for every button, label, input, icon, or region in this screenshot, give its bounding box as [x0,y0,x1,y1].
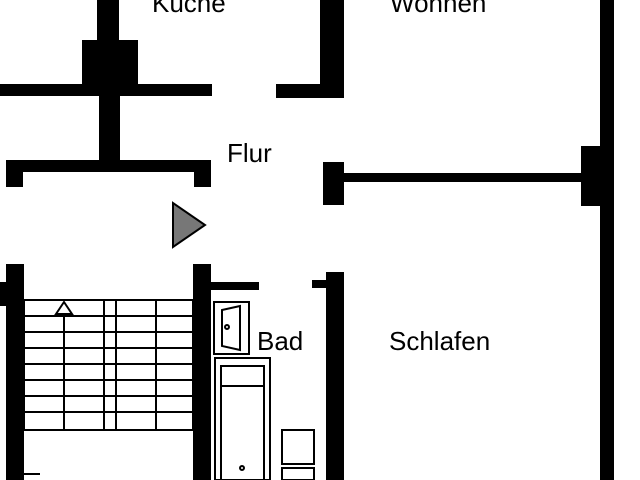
wall-stair-left-stub [0,282,10,306]
wall-pillar-center [82,40,138,92]
bathroom-fixtures [213,301,315,480]
wall-bad-top [211,282,259,290]
entrance-arrow-icon [172,201,207,249]
wall-stair-right [193,264,211,480]
wall-flur-end-left [6,160,23,187]
wall-stub-wohnen [276,84,324,98]
wall-bad-schlafen-stub [312,280,330,288]
wall-vertical-center [99,92,120,164]
room-labels: Küche Wohnen Flur Bad Schlafen [152,0,490,356]
wall-end-wohnen-schlafen [323,162,344,205]
room-label-kueche: Küche [152,0,226,18]
toilet-icon [281,429,315,465]
wall-bad-schlafen [326,272,344,480]
room-label-bad: Bad [257,326,303,356]
stair-direction-icon [54,300,74,315]
room-label-schlafen: Schlafen [389,326,490,356]
wall-kueche-left [97,0,119,46]
wall-flur-top-left [6,160,211,172]
wall-stair-left [6,264,24,480]
exterior-wall-right [600,0,614,480]
walls [0,0,614,480]
wall-wohnen-schlafen [340,173,590,182]
room-label-wohnen: Wohnen [390,0,486,18]
wall-flur-end-right [194,160,211,187]
staircase [23,299,194,475]
wall-kueche-bottom [0,84,212,96]
wall-kueche-wohnen [320,0,344,98]
stair-steps [24,315,193,413]
room-label-flur: Flur [227,138,272,168]
